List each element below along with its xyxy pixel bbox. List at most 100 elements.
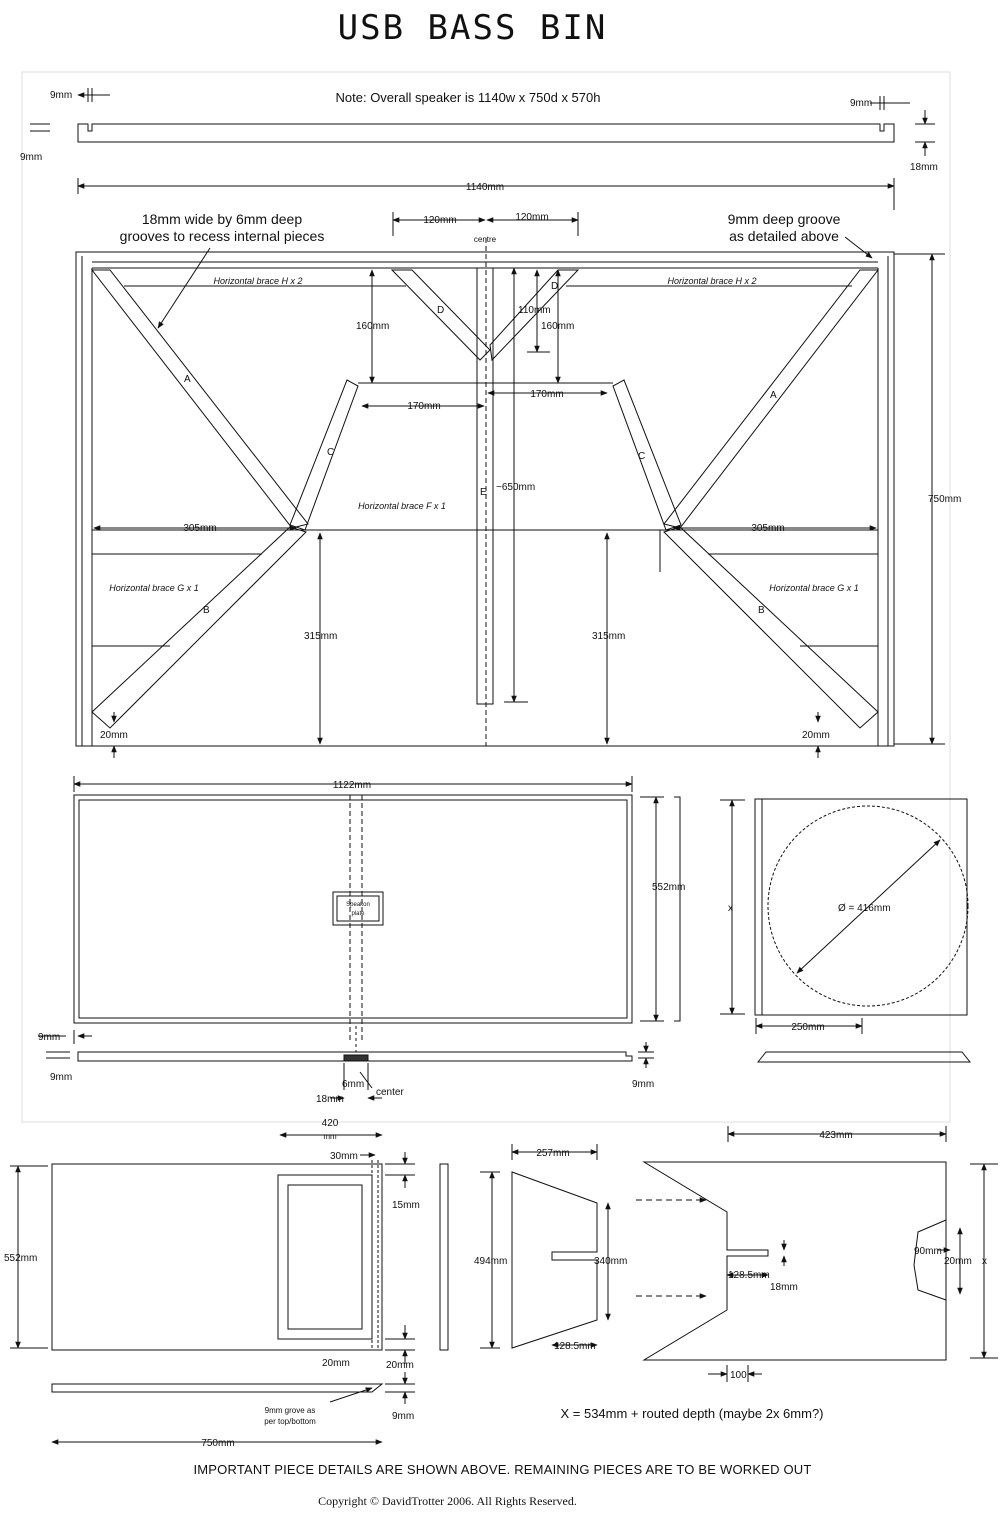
piece-d-right xyxy=(489,269,580,362)
side-port-outline xyxy=(277,1174,373,1340)
side-panel-outline xyxy=(51,1163,383,1351)
label-90: 90mm xyxy=(914,1246,942,1257)
groove-detail-line1: 9mm deep groove xyxy=(728,211,841,227)
brace-left-piece xyxy=(511,1171,598,1349)
label-750-side: 750mm xyxy=(201,1438,234,1449)
label-305-right: 305mm xyxy=(751,523,784,534)
label-brace-g-left: Horizontal brace G x 1 xyxy=(109,583,199,593)
label-315-right: 315mm xyxy=(592,631,625,642)
label-110: 110mm xyxy=(518,305,551,316)
speakon-plate xyxy=(332,891,384,926)
circle-view xyxy=(720,798,972,1063)
label-d-left: D xyxy=(437,305,444,316)
label-brace-g-right: Horizontal brace G x 1 xyxy=(769,583,859,593)
label-9mm-panel-a: 9mm xyxy=(38,1032,60,1043)
label-120-right: 120mm xyxy=(515,212,548,223)
top-section xyxy=(21,71,951,1123)
label-420: 420 xyxy=(322,1118,339,1129)
brace-view xyxy=(480,1126,998,1382)
label-diameter: Ø = 416mm xyxy=(838,903,891,914)
plan-outline xyxy=(75,251,895,747)
label-1122: 1122mm xyxy=(333,780,371,791)
piece-b-right xyxy=(663,526,879,729)
x-dimension-note: X = 534mm + routed depth (maybe 2x 6mm?) xyxy=(560,1406,823,1421)
label-b-right: B xyxy=(758,605,765,616)
label-420-unit: mm xyxy=(323,1132,337,1141)
label-20-right: 20mm xyxy=(802,730,830,741)
top-section-labels: Note: Overall speaker is 1140w x 750d x … xyxy=(20,90,961,741)
driver-cutout xyxy=(767,805,969,1007)
label-750: 750mm xyxy=(928,494,961,505)
circle-view-labels: x Ø = 416mm 250mm xyxy=(728,903,891,1033)
sheet-frame xyxy=(21,71,951,1123)
brace-view-labels: 257mm 494mm 340mm 128.5mm 128.5mm 423mm … xyxy=(474,1130,987,1421)
side-view xyxy=(10,1132,449,1445)
label-1285-left: 128.5mm xyxy=(554,1341,596,1352)
label-9mm-panel-c: 9mm xyxy=(632,1079,654,1090)
speakon-label-line1: Speakon xyxy=(346,902,370,908)
label-groove-line2: per top/bottom xyxy=(264,1417,316,1426)
label-e: E xyxy=(480,487,487,498)
label-18mm-panel: 18mm xyxy=(316,1094,344,1105)
piece-c-right xyxy=(612,379,682,531)
label-170-right: 170mm xyxy=(530,389,563,400)
label-a-right: A xyxy=(770,390,777,401)
label-x-brace: x xyxy=(982,1256,987,1267)
piece-d-left xyxy=(390,269,491,361)
label-20-side-a: 20mm xyxy=(322,1358,350,1369)
speaker-size-note: Note: Overall speaker is 1140w x 750d x … xyxy=(336,90,601,105)
side-panel-profile xyxy=(51,1383,384,1393)
label-b-left: B xyxy=(203,605,210,616)
brace-right-piece xyxy=(642,1161,947,1361)
label-6mm: 6mm xyxy=(342,1079,364,1090)
label-brace-f: Horizontal brace F x 1 xyxy=(358,501,446,511)
label-9-side: 9mm xyxy=(392,1411,414,1422)
label-160-left: 160mm xyxy=(356,321,389,332)
label-20-left: 20mm xyxy=(100,730,128,741)
label-9mm-c: 9mm xyxy=(850,98,872,109)
speakon-label-line2: plate xyxy=(351,911,365,917)
label-c-left: C xyxy=(327,447,334,458)
label-340: 340mm xyxy=(594,1256,627,1267)
piece-a-left xyxy=(90,269,309,529)
label-centre: centre xyxy=(474,235,497,244)
label-250: 250mm xyxy=(791,1022,824,1033)
label-9mm-panel-b: 9mm xyxy=(50,1072,72,1083)
label-a-left: A xyxy=(184,374,191,385)
piece-b-left xyxy=(91,526,307,729)
panel-view-labels: 1122mm 552mm Speakon plate 9mm 9mm 9mm 6… xyxy=(38,780,685,1105)
label-9mm-a: 9mm xyxy=(50,90,72,101)
panel-bottom-profile xyxy=(77,1051,633,1062)
groove-detail-arrow xyxy=(844,236,873,259)
label-120-left: 120mm xyxy=(423,215,456,226)
groove-callout-arrow xyxy=(157,247,211,329)
label-15: 15mm xyxy=(392,1200,420,1211)
groove-callout-line1: 18mm wide by 6mm deep xyxy=(142,211,303,227)
label-1140: 1140mm xyxy=(466,182,504,193)
baffle-profile xyxy=(756,1051,972,1063)
panel-side-profile xyxy=(674,796,681,1022)
label-20-brace: 20mm xyxy=(944,1256,972,1267)
label-160-right: 160mm xyxy=(541,321,574,332)
label-20-side-b: 20mm xyxy=(386,1360,414,1371)
label-305-left: 305mm xyxy=(183,523,216,534)
label-18-brace: 18mm xyxy=(770,1282,798,1293)
groove-callout-line2: grooves to recess internal pieces xyxy=(120,228,325,244)
label-257: 257mm xyxy=(536,1148,569,1159)
label-100: 100 xyxy=(730,1370,747,1381)
side-view-labels: 420 mm 30mm 15mm 552mm 20mm 20mm 9mm gro… xyxy=(4,1118,420,1449)
label-170-left: 170mm xyxy=(407,401,440,412)
label-groove-line1: 9mm grove as xyxy=(265,1406,316,1415)
label-423: 423mm xyxy=(819,1130,852,1141)
label-9mm-b: 9mm xyxy=(20,152,42,163)
piece-c-left xyxy=(289,379,359,531)
footer-note: IMPORTANT PIECE DETAILS ARE SHOWN ABOVE.… xyxy=(193,1462,812,1477)
label-494: 494mm xyxy=(474,1256,507,1267)
brace-notch xyxy=(913,1219,947,1301)
label-552-panel: 552mm xyxy=(652,882,685,893)
baffle-outline xyxy=(754,798,968,1016)
panel-view xyxy=(38,776,681,1101)
groove-detail-line2: as detailed above xyxy=(729,228,839,244)
label-center: center xyxy=(376,1087,404,1098)
